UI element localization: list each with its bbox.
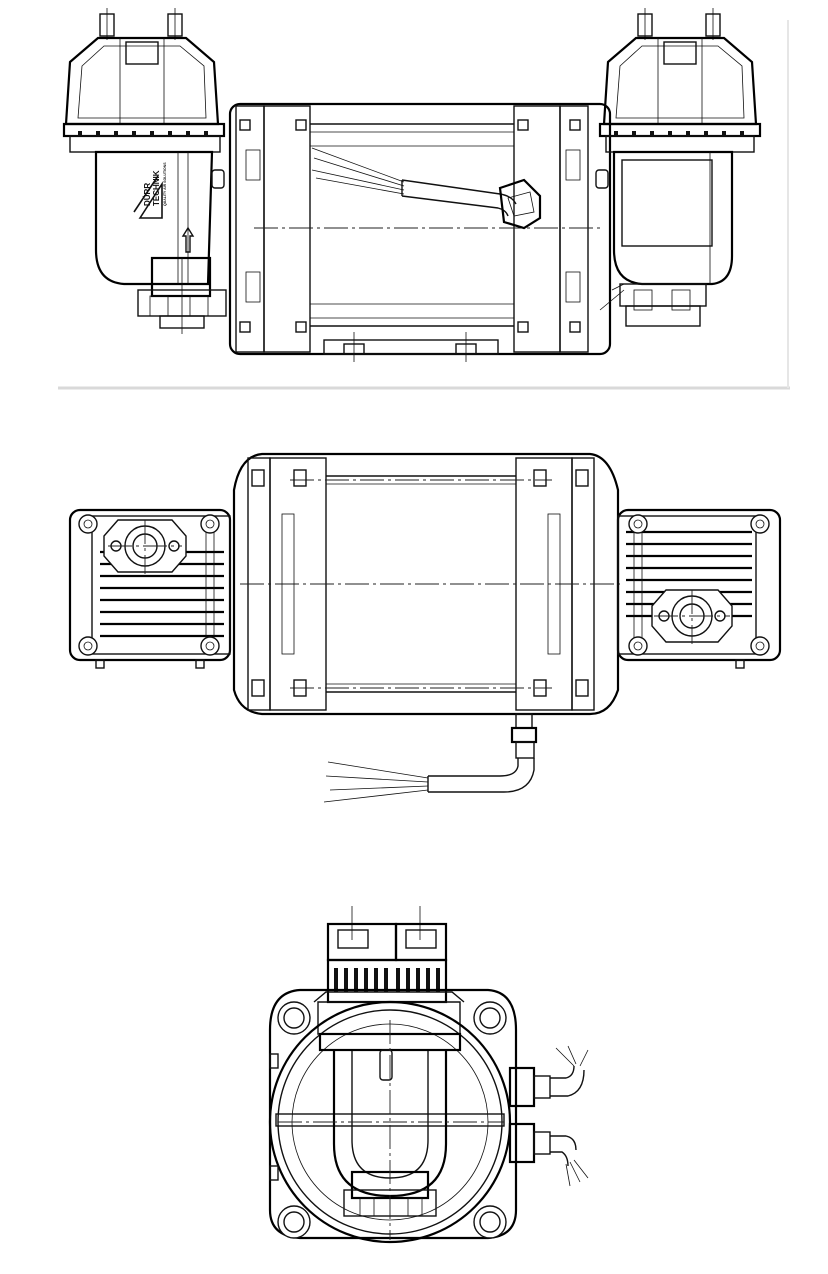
svg-text:DÜRR: DÜRR [143,183,152,206]
left-pump-head: DÜRR TECHNIK QUALITY AIR SOLUTIONS [62,8,227,334]
svg-text:QUALITY AIR SOLUTIONS: QUALITY AIR SOLUTIONS [163,162,167,206]
end-housing [268,988,518,1244]
svg-text:TECHNIK: TECHNIK [152,170,161,206]
power-cable [311,147,517,217]
motor-housing [228,102,612,362]
right-pump-head [595,8,762,327]
bolt-icon [628,514,770,656]
bolt-icon [78,514,220,656]
bolt-icon [277,1001,507,1239]
left-cylinder-head-plan [68,508,232,669]
side-view-drawing: DÜRR TECHNIK QUALITY AIR SOLUTIONS [0,0,828,400]
power-cable-plan [323,713,538,803]
motor-body-plan [232,452,620,716]
end-view-drawing [0,900,828,1274]
end-head-cap [313,906,465,1035]
cable-gland [498,178,542,230]
right-cylinder-head-plan [616,508,782,669]
top-view-drawing [0,440,828,840]
flow-arrow-icon [181,226,195,253]
end-side-fittings [508,1045,589,1187]
durr-technik-logo: DÜRR TECHNIK QUALITY AIR SOLUTIONS [133,162,167,219]
